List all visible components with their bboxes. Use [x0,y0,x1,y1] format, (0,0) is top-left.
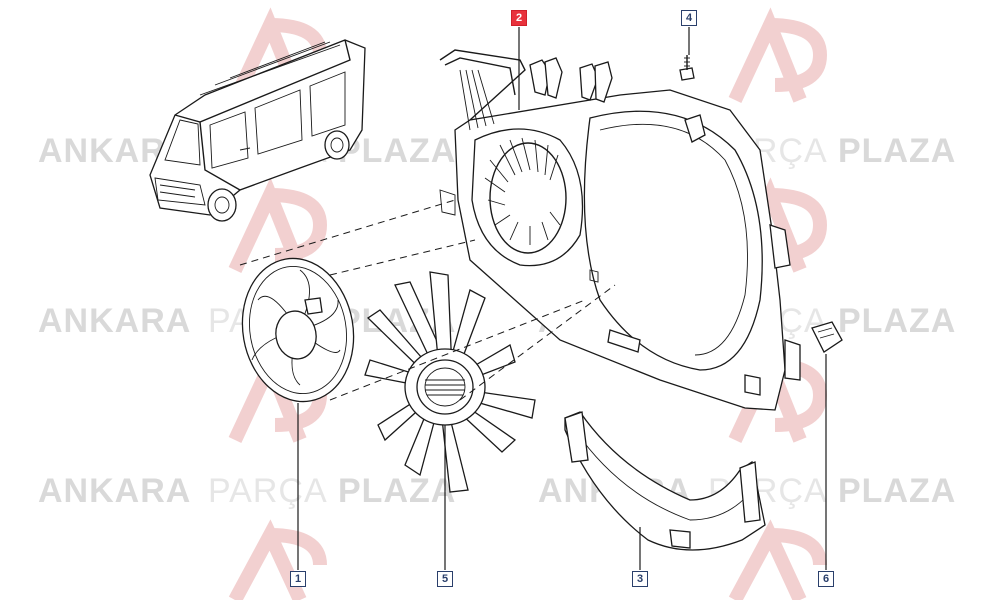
callout-6[interactable]: 6 [818,571,834,587]
bolt-part-4 [679,55,695,81]
callout-4[interactable]: 4 [681,10,697,26]
assembly-dashed-lines [239,199,616,401]
wm-ankara: ANKARA [38,472,191,510]
wm-plaza: PLAZA [838,132,956,170]
ap-logo-icon [728,7,828,103]
wm-parca: PARÇA [208,472,328,510]
van-illustration [149,39,366,222]
ap-logo-icon [728,519,827,600]
callout-5[interactable]: 5 [437,571,453,587]
electric-fan-part-1 [241,257,355,403]
wm-plaza: PLAZA [338,472,456,510]
ap-logo-icon [228,177,328,273]
wm-ankara: ANKARA [38,302,191,340]
wm-plaza: PLAZA [838,302,956,340]
connector-part-6 [811,321,843,353]
callout-1[interactable]: 1 [290,571,306,587]
lower-shroud-part-3 [564,411,766,551]
fan-hub-fins [425,379,465,396]
shroud-inner-vanes [484,137,561,245]
callout-2[interactable]: 2 [511,10,527,26]
callout-3[interactable]: 3 [632,571,648,587]
fan-shroud-part-2 [439,49,801,411]
viscous-fan-part-5 [364,271,536,493]
callout-leader-lines [297,27,827,570]
wm-plaza: PLAZA [838,472,956,510]
